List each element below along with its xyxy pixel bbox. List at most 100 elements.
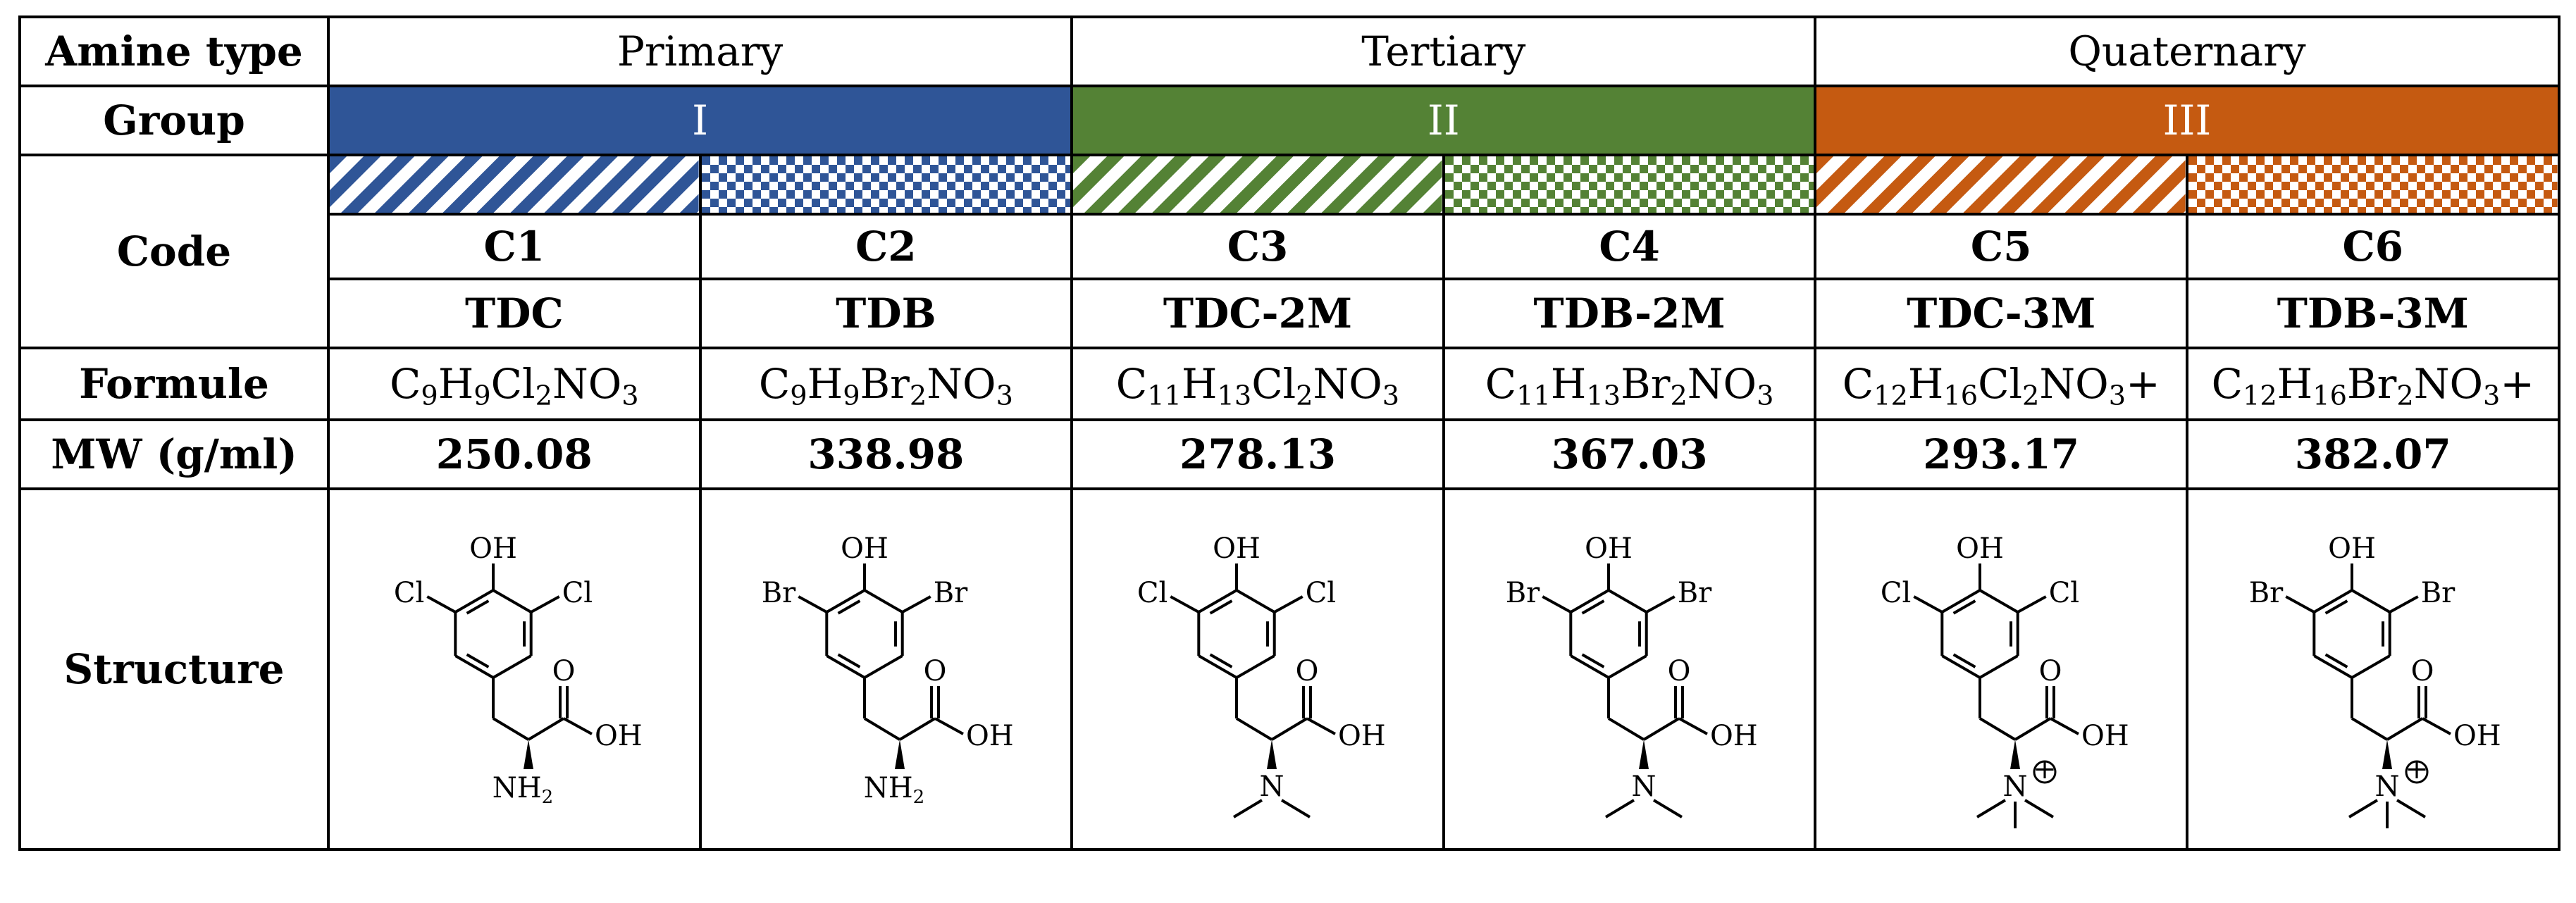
formula-label: Formule: [18, 347, 330, 421]
carbonyl-oxygen-label: O: [1667, 655, 1690, 687]
formula-part: H: [2277, 360, 2313, 408]
mw-c4: 367.03: [1442, 418, 1817, 490]
formula-c4: C11H13Br2NO3: [1442, 347, 1817, 421]
formula-part: Br: [1621, 360, 1671, 408]
carboxyl-hydroxyl-label: OH: [966, 720, 1014, 752]
code-c3: C3: [1070, 213, 1445, 280]
pattern-swatch-c1: [327, 154, 702, 216]
halogen-right-label: Br: [934, 577, 968, 609]
formula-subscript: 2: [2022, 380, 2040, 412]
formula-subscript: 2: [1296, 380, 1313, 412]
carboxyl-hydroxyl-label: OH: [1710, 720, 1758, 752]
code-c4: C4: [1442, 213, 1817, 280]
abbr-c5: TDC-3M: [1814, 278, 2188, 349]
carbonyl-oxygen-label: O: [2410, 655, 2434, 687]
amine-type-quaternary: Quaternary: [1814, 15, 2560, 87]
formula-row: Formule C9H9Cl2NO3 C9H9Br2NO3 C11H13Cl2N…: [18, 347, 2560, 421]
carboxyl-hydroxyl-label: OH: [2081, 720, 2129, 752]
mw-c6: 382.07: [2185, 418, 2560, 490]
formula-subscript: 11: [1516, 380, 1551, 412]
formula-subscript: 2: [909, 380, 927, 412]
abbr-c1: TDC: [327, 278, 702, 349]
formula-part: NO: [927, 360, 996, 408]
formula-part: H: [1907, 360, 1944, 408]
formula-subscript: 11: [1147, 380, 1182, 412]
carbonyl-oxygen-label: O: [552, 655, 575, 687]
pattern-row: Code: [18, 154, 2560, 349]
group-iii-cell: III: [1814, 85, 2560, 156]
formula-subscript: 3: [621, 380, 639, 412]
formula-part: Br: [860, 360, 910, 408]
formula-c3: C11H13Cl2NO3: [1070, 347, 1445, 421]
code-label: Code: [18, 154, 330, 349]
formula-part: Cl: [1251, 360, 1296, 408]
hydroxyl-label: OH: [1956, 533, 2004, 565]
formula-part: H: [1550, 360, 1587, 408]
amine-type-tertiary: Tertiary: [1070, 15, 1817, 87]
mw-row: MW (g/ml) 250.08 338.98 278.13 367.03 29…: [18, 418, 2560, 490]
halogen-right-label: Cl: [2049, 577, 2079, 609]
pattern-checker: [701, 156, 1071, 213]
formula-c1: C9H9Cl2NO3: [327, 347, 702, 421]
abbr-c4: TDB-2M: [1442, 278, 1817, 349]
formula-subscript: 3: [1382, 380, 1400, 412]
formula-subscript: 12: [1874, 380, 1908, 412]
code-row: C1 C2 C3 C4 C5 C6: [20, 213, 2560, 280]
hydroxyl-label: OH: [2328, 533, 2376, 565]
formula-subscript: 3: [2483, 380, 2501, 412]
formula-part: H: [1181, 360, 1218, 408]
hydroxyl-label: OH: [469, 533, 517, 565]
pattern-swatch-c4: [1442, 154, 1817, 216]
positive-charge-sign: +: [2033, 753, 2057, 785]
amine-nitrogen-label: N: [2003, 771, 2028, 803]
formula-subscript: 2: [2396, 380, 2414, 412]
abbr-c2: TDB: [698, 278, 1074, 349]
formula-subscript: 12: [2242, 380, 2277, 412]
formula-part: C: [1842, 360, 1874, 408]
abbreviation-row: TDC TDB TDC-2M TDB-2M TDC-3M TDB-3M: [20, 278, 2560, 349]
mw-c3: 278.13: [1070, 418, 1445, 490]
mw-c1: 250.08: [327, 418, 702, 490]
positive-charge-icon: [2033, 760, 2057, 784]
amine-subscript: 2: [541, 787, 553, 808]
positive-charge-icon: [2405, 760, 2429, 784]
formula-subscript: 13: [1586, 380, 1621, 412]
pattern-swatch-c6: [2185, 154, 2560, 216]
formula-c2: C9H9Br2NO3: [698, 347, 1074, 421]
carboxyl-hydroxyl-label: OH: [595, 720, 643, 752]
formula-subscript: 3: [1757, 380, 1774, 412]
formula-subscript: 9: [473, 380, 491, 412]
code-c1: C1: [327, 213, 702, 280]
group-ii-cell: II: [1070, 85, 1817, 156]
formula-subscript: 9: [421, 380, 438, 412]
abbr-c6: TDB-3M: [2185, 278, 2560, 349]
formula-subscript: 3: [2108, 380, 2126, 412]
mw-label: MW (g/ml): [18, 418, 330, 490]
formula-part: H: [438, 360, 474, 408]
amine-subscript: 2: [913, 787, 925, 808]
formula-part: Cl: [490, 360, 535, 408]
halogen-left-label: Cl: [394, 577, 424, 609]
formula-subscript: 13: [1217, 380, 1252, 412]
formula-part: Cl: [1978, 360, 2023, 408]
carboxyl-hydroxyl-label: OH: [1338, 720, 1386, 752]
formula-part: C: [1485, 360, 1517, 408]
mw-c2: 338.98: [698, 418, 1074, 490]
carbonyl-oxygen-label: O: [2039, 655, 2062, 687]
formula-subscript: 3: [996, 380, 1013, 412]
group-row: Group I II III: [18, 85, 2560, 156]
carbonyl-oxygen-label: O: [1296, 655, 1319, 687]
formula-part: +: [2500, 360, 2534, 408]
formula-subscript: 2: [1670, 380, 1688, 412]
formula-part: NO: [1687, 360, 1757, 408]
code-c6: C6: [2185, 213, 2560, 280]
hydroxyl-label: OH: [841, 533, 889, 565]
